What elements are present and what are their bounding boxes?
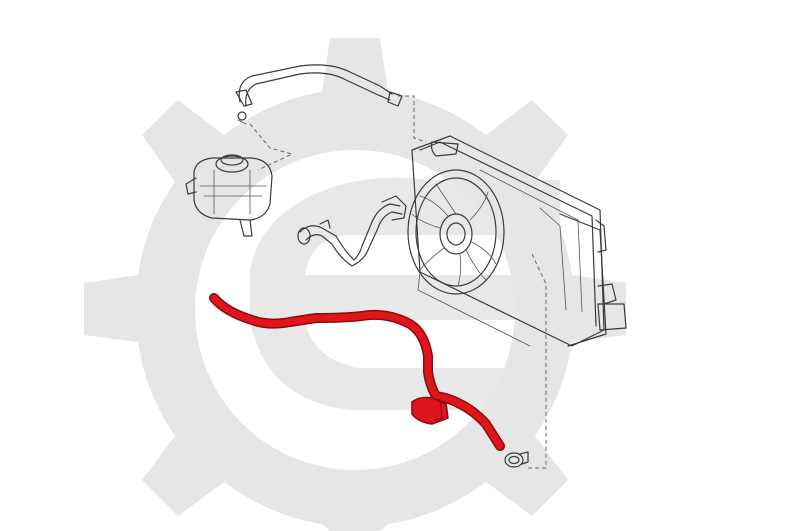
lower-radiator-hose	[209, 293, 505, 451]
e-logo-shape	[250, 177, 560, 410]
gear-watermark-icon	[84, 38, 626, 531]
thermostat-hose	[297, 195, 407, 267]
hose-clamp	[504, 451, 529, 468]
connector-dash-lines	[249, 95, 547, 469]
expansion-tank	[185, 154, 273, 237]
radiator-fan-assembly	[407, 135, 627, 347]
upper-coolant-pipe	[235, 64, 403, 125]
